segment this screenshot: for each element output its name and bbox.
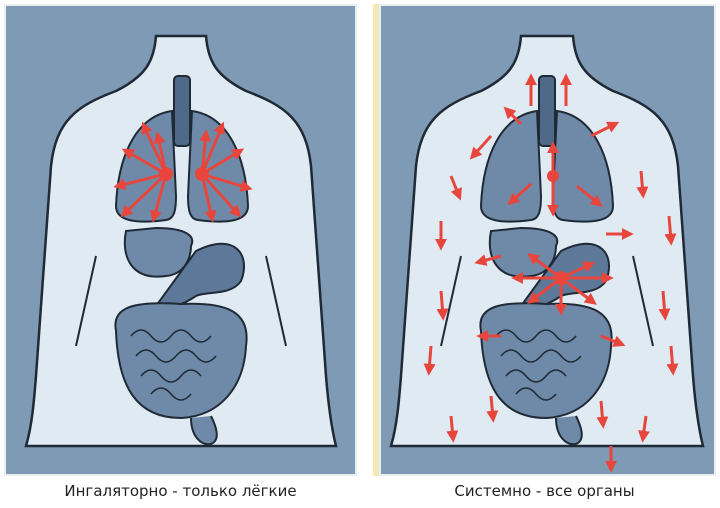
systemic-panel — [373, 4, 716, 476]
inhalation-caption: Ингаляторно - только лёгкие — [4, 482, 357, 500]
trachea — [174, 76, 190, 146]
inhalation-body-diagram — [6, 6, 355, 474]
systemic-caption: Системно - все органы — [373, 482, 716, 500]
systemic-panel-inner — [379, 4, 716, 476]
inhalation-panel — [4, 4, 357, 476]
trachea — [539, 76, 555, 146]
systemic-body-diagram — [381, 6, 714, 474]
